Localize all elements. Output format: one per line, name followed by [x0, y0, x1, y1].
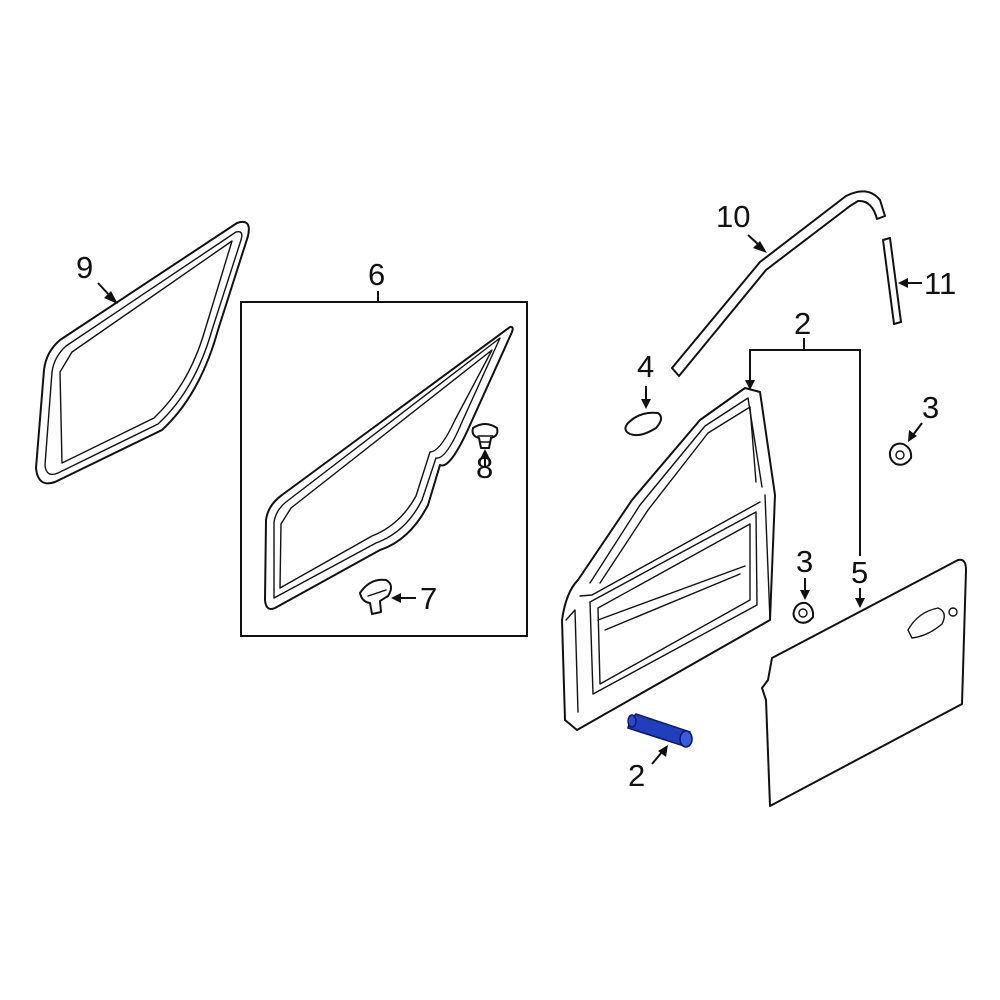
- callout-9[interactable]: 9: [76, 250, 93, 285]
- callout-5[interactable]: 5: [851, 555, 868, 590]
- arrow-3-upper: [908, 422, 923, 442]
- arrow-10: [747, 234, 767, 253]
- part-8-clip[interactable]: [471, 423, 499, 449]
- part-3-nut-upper[interactable]: [888, 442, 913, 466]
- part-10-molding[interactable]: [671, 190, 886, 377]
- arrow-8: [480, 449, 490, 467]
- arrow-7: [391, 593, 416, 603]
- callout-10[interactable]: 10: [716, 199, 750, 234]
- callout-7[interactable]: 7: [420, 581, 437, 616]
- part-7-clip[interactable]: [359, 578, 392, 615]
- part-5-outer-panel[interactable]: [761, 558, 967, 807]
- part-3-nut-middle[interactable]: [792, 601, 815, 624]
- arrow-2: [651, 745, 668, 765]
- part-4-pad[interactable]: [624, 411, 662, 437]
- part-2-bolt-highlighted[interactable]: [627, 713, 693, 748]
- arrow-5: [855, 588, 865, 608]
- arrow-3-middle: [800, 578, 810, 600]
- part-11-strip[interactable]: [882, 237, 902, 325]
- callout-11[interactable]: 11: [924, 266, 956, 301]
- kit-weatherstrip[interactable]: [264, 325, 514, 610]
- arrow-4: [641, 386, 651, 409]
- callout-4[interactable]: 4: [637, 349, 654, 384]
- part-1-door-shell[interactable]: [561, 387, 776, 731]
- part-9-weatherstrip[interactable]: [35, 220, 250, 485]
- leader-1: [745, 338, 861, 556]
- kit-box-6: [240, 301, 528, 637]
- callout-6[interactable]: 6: [368, 257, 385, 292]
- callout-3-middle[interactable]: 3: [796, 544, 813, 579]
- arrow-9: [97, 282, 118, 304]
- arrow-11: [898, 278, 922, 288]
- callout-1[interactable]: 2: [794, 306, 811, 341]
- callout-3-upper[interactable]: 3: [922, 390, 939, 425]
- callout-8[interactable]: 8: [476, 450, 493, 485]
- callout-2[interactable]: 2: [628, 758, 645, 793]
